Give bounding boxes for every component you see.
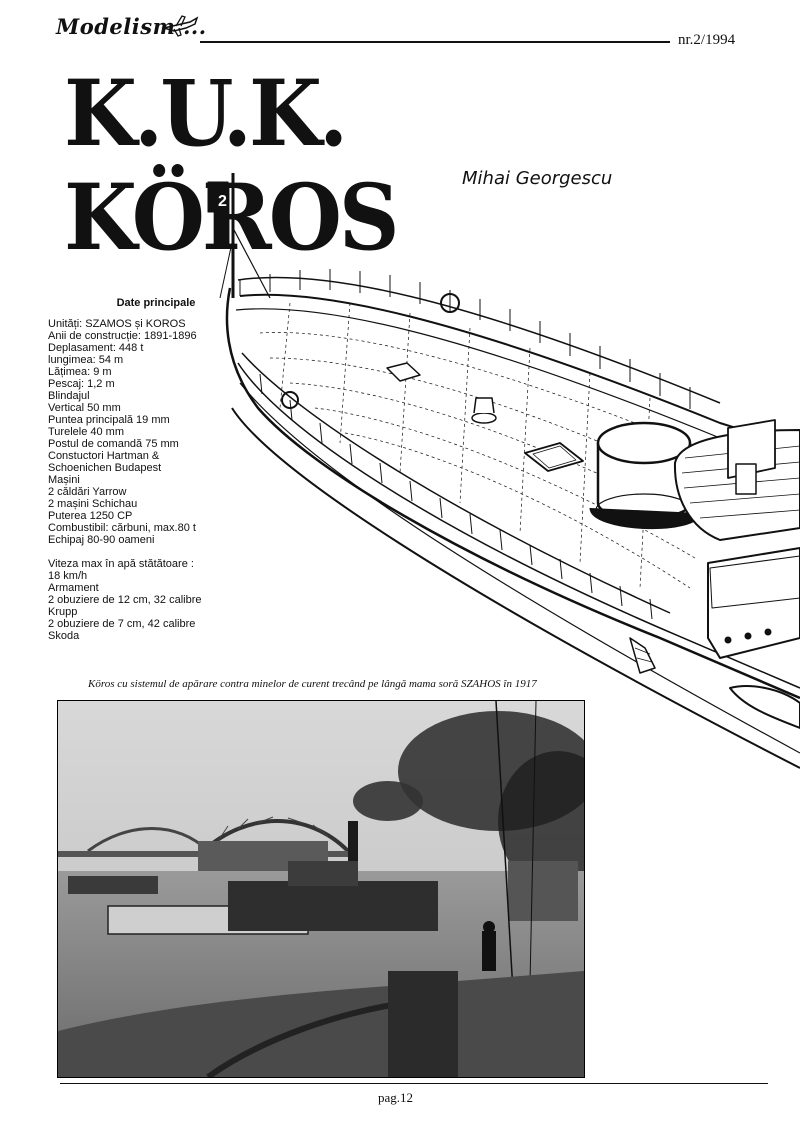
spec-line: Postul de comandă 75 mm <box>48 438 179 450</box>
airplane-icon <box>161 15 199 37</box>
article-title: K.U.K. KÖROS <box>64 59 400 271</box>
spec-line: Mașini <box>48 474 80 486</box>
spec-line: 2 obuziere de 7 cm, 42 calibre <box>48 618 196 630</box>
spec-line: Puntea principală 19 mm <box>48 414 170 426</box>
spec-line: Anii de construcție: 1891-1896 <box>48 330 197 342</box>
spec-line: 2 obuziere de 12 cm, 32 calibre <box>48 594 202 606</box>
spec-line: Constuctori Hartman & <box>48 450 160 462</box>
spec-line: Echipaj 80-90 oameni <box>48 534 155 546</box>
spec-line: Turelele 40 mm <box>48 426 125 438</box>
spec-line: Unități: SZAMOS și KOROS <box>48 318 186 330</box>
issue-number: nr.2/1994 <box>678 32 736 48</box>
spec-line: Lățimea: 9 m <box>48 366 112 378</box>
spec-line: 18 km/h <box>48 570 88 582</box>
page-number: pag.12 <box>378 1090 414 1105</box>
spec-line: Armament <box>48 582 99 594</box>
spec-line: Deplasament: 448 t <box>48 342 144 354</box>
spec-line: lungimea: 54 m <box>48 354 124 366</box>
river-scene-image <box>58 701 584 1077</box>
spec-line: Schoenichen Budapest <box>48 462 162 474</box>
photo-caption: Köros cu sistemul de apărare contra mine… <box>88 678 537 690</box>
footer-rule <box>60 1083 768 1084</box>
spec-line: 2 mașini Schichau <box>48 498 138 510</box>
spec-line: Blindajul <box>48 390 90 402</box>
flag-number: 2 <box>218 193 227 210</box>
spec-line: Combustibil: cărbuni, max.80 t <box>48 522 196 534</box>
spec-line: 2 căldări Yarrow <box>48 486 127 498</box>
header-rule <box>200 41 670 43</box>
spec-line: Pescaj: 1,2 m <box>48 378 115 390</box>
ship-deck-drawing: 2 <box>207 173 800 769</box>
spec-line: Viteza max în apă stătătoare : <box>48 558 194 570</box>
spec-line: Vertical 50 mm <box>48 402 121 414</box>
spec-line: Puterea 1250 CP <box>48 510 133 522</box>
flag-icon <box>207 181 229 213</box>
spec-line: Krupp <box>48 606 78 618</box>
specs-title: Date principale <box>116 297 196 309</box>
spec-line: Skoda <box>48 630 80 642</box>
article-author: Mihai Georgescu <box>462 168 613 189</box>
historic-photo <box>57 700 585 1078</box>
